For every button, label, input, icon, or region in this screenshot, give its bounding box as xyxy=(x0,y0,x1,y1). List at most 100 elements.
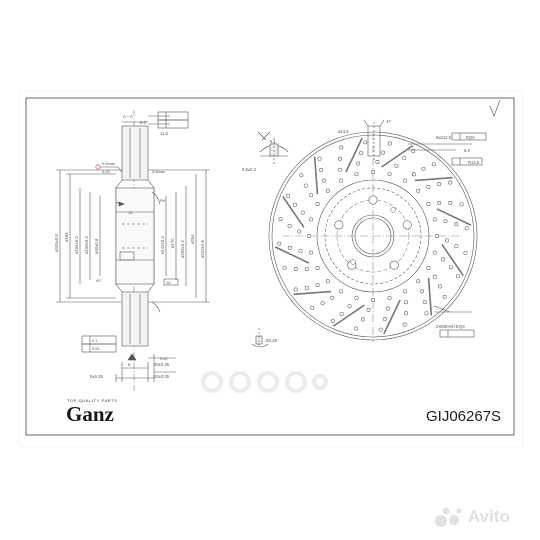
drilled-hole xyxy=(354,326,359,331)
disc-slot xyxy=(383,299,401,335)
drilled-hole xyxy=(293,287,298,292)
dim-tol-1: 0.03 xyxy=(102,169,111,174)
dim-40: ø40±0.8 xyxy=(94,238,99,254)
drilled-hole xyxy=(299,173,304,178)
drilled-hole xyxy=(443,219,448,224)
disc-slot xyxy=(282,196,305,228)
drilled-hole xyxy=(455,274,460,279)
drilled-hole xyxy=(286,193,291,198)
drilled-hole xyxy=(317,156,322,161)
dim-angle-47: 47 xyxy=(386,119,391,124)
drilled-hole xyxy=(435,234,439,238)
drilled-hole xyxy=(464,226,469,231)
drilled-hole xyxy=(403,178,407,183)
dim-11-5: 11.5 xyxy=(160,131,169,136)
drilled-hole xyxy=(403,289,407,294)
drilled-hole xyxy=(375,160,380,165)
drilled-hole xyxy=(371,170,375,174)
disc-slot xyxy=(441,244,464,276)
brand-name: Ganz xyxy=(66,402,114,426)
part-number: GIJ06267S xyxy=(426,408,502,425)
drilled-hole xyxy=(303,183,308,188)
detail-views xyxy=(251,99,501,348)
drilled-hole xyxy=(463,250,468,255)
dim-seq: 5xø12.5 xyxy=(436,135,452,140)
drilled-hole xyxy=(315,283,320,288)
brand-logo: TOP QUALITY PARTS Ganz xyxy=(66,398,176,438)
drilled-hole xyxy=(382,317,387,322)
drilled-hole xyxy=(441,257,446,262)
drilled-hole xyxy=(448,265,453,270)
drilled-hole xyxy=(287,245,292,250)
disc-slot xyxy=(381,145,413,168)
drilled-hole xyxy=(432,274,437,279)
dim-156: ø156±0.3 xyxy=(84,236,89,254)
avito-watermark: Avito xyxy=(432,506,510,528)
drilled-hole xyxy=(307,234,311,238)
drilled-hole xyxy=(309,250,314,255)
avito-watermark-text: Avito xyxy=(468,507,510,526)
drilled-hole xyxy=(310,305,315,310)
drilled-hole xyxy=(319,167,324,172)
drilled-hole xyxy=(381,150,386,155)
drilled-hole xyxy=(277,241,282,246)
drilled-hole xyxy=(411,172,416,177)
drilled-hole xyxy=(426,266,431,270)
drilled-hole xyxy=(363,140,368,145)
drilled-hole xyxy=(325,188,330,193)
disc-slot xyxy=(436,208,472,226)
dim-thickness-8: 8±0.35 xyxy=(90,374,103,379)
dim-154: ø154±0.3 xyxy=(74,236,79,254)
disc-slot xyxy=(427,277,433,316)
dim-264: ø264 xyxy=(190,234,195,244)
drawing-sheet: A – A 9.5 11.5 0.5max 0.5max 0.03 R10 R9… xyxy=(20,92,522,446)
drilled-hole xyxy=(356,161,361,166)
dim-eqs: EQS xyxy=(466,135,475,140)
dim-a-ref: A xyxy=(116,200,119,205)
drilled-hole xyxy=(422,300,427,305)
technical-drawing: A – A 9.5 11.5 0.5max 0.5max 0.03 R10 R9… xyxy=(25,97,515,436)
drilled-hole xyxy=(293,267,298,271)
section-view xyxy=(56,110,210,392)
drilled-hole xyxy=(371,298,375,302)
dim-r10: R10 xyxy=(160,356,168,361)
dim-9-5: 9.5 xyxy=(140,120,146,125)
drilled-hole xyxy=(315,202,320,206)
drilled-holes xyxy=(274,137,472,335)
drilled-hole xyxy=(426,184,431,189)
dim-thickness-30: 30±0.25 xyxy=(154,362,170,367)
dim-r14-5: R14.5 xyxy=(468,160,480,165)
dim-thickness-42: 42±0.25 xyxy=(154,374,170,379)
drilled-hole xyxy=(416,188,421,193)
drilled-hole xyxy=(402,322,407,327)
dim-142: ø142±0.3 xyxy=(160,236,165,254)
drilled-hole xyxy=(378,327,383,332)
dim-angle-5-1: 5.1 xyxy=(270,139,276,144)
drilled-hole xyxy=(442,294,447,299)
drilled-hole xyxy=(416,279,421,284)
dim-90: 90° xyxy=(96,278,102,283)
drilled-hole xyxy=(359,150,364,155)
drilled-hole xyxy=(297,229,302,234)
drilled-hole xyxy=(293,202,298,207)
drilled-hole xyxy=(444,238,449,243)
drilled-hole xyxy=(454,222,459,227)
dim-bolt-hole: ø13.5 xyxy=(338,129,349,134)
drilled-hole xyxy=(354,172,359,177)
drilled-hole xyxy=(315,266,320,270)
drilled-hole xyxy=(448,201,453,205)
drilled-hole xyxy=(321,178,326,183)
drilled-hole xyxy=(300,210,305,215)
dim-runout: 0.5max xyxy=(152,169,165,174)
dim-170: ø170 xyxy=(170,238,175,248)
section-label: A – A xyxy=(123,114,133,119)
drilled-hole xyxy=(354,295,359,300)
dim-r9: R9 xyxy=(160,198,166,203)
drilled-hole xyxy=(437,182,442,187)
disc-slot xyxy=(414,176,453,182)
drilled-hole xyxy=(339,311,344,316)
drawing-frame xyxy=(25,97,515,436)
drilled-hole xyxy=(304,285,309,290)
drilled-hole xyxy=(278,217,283,222)
